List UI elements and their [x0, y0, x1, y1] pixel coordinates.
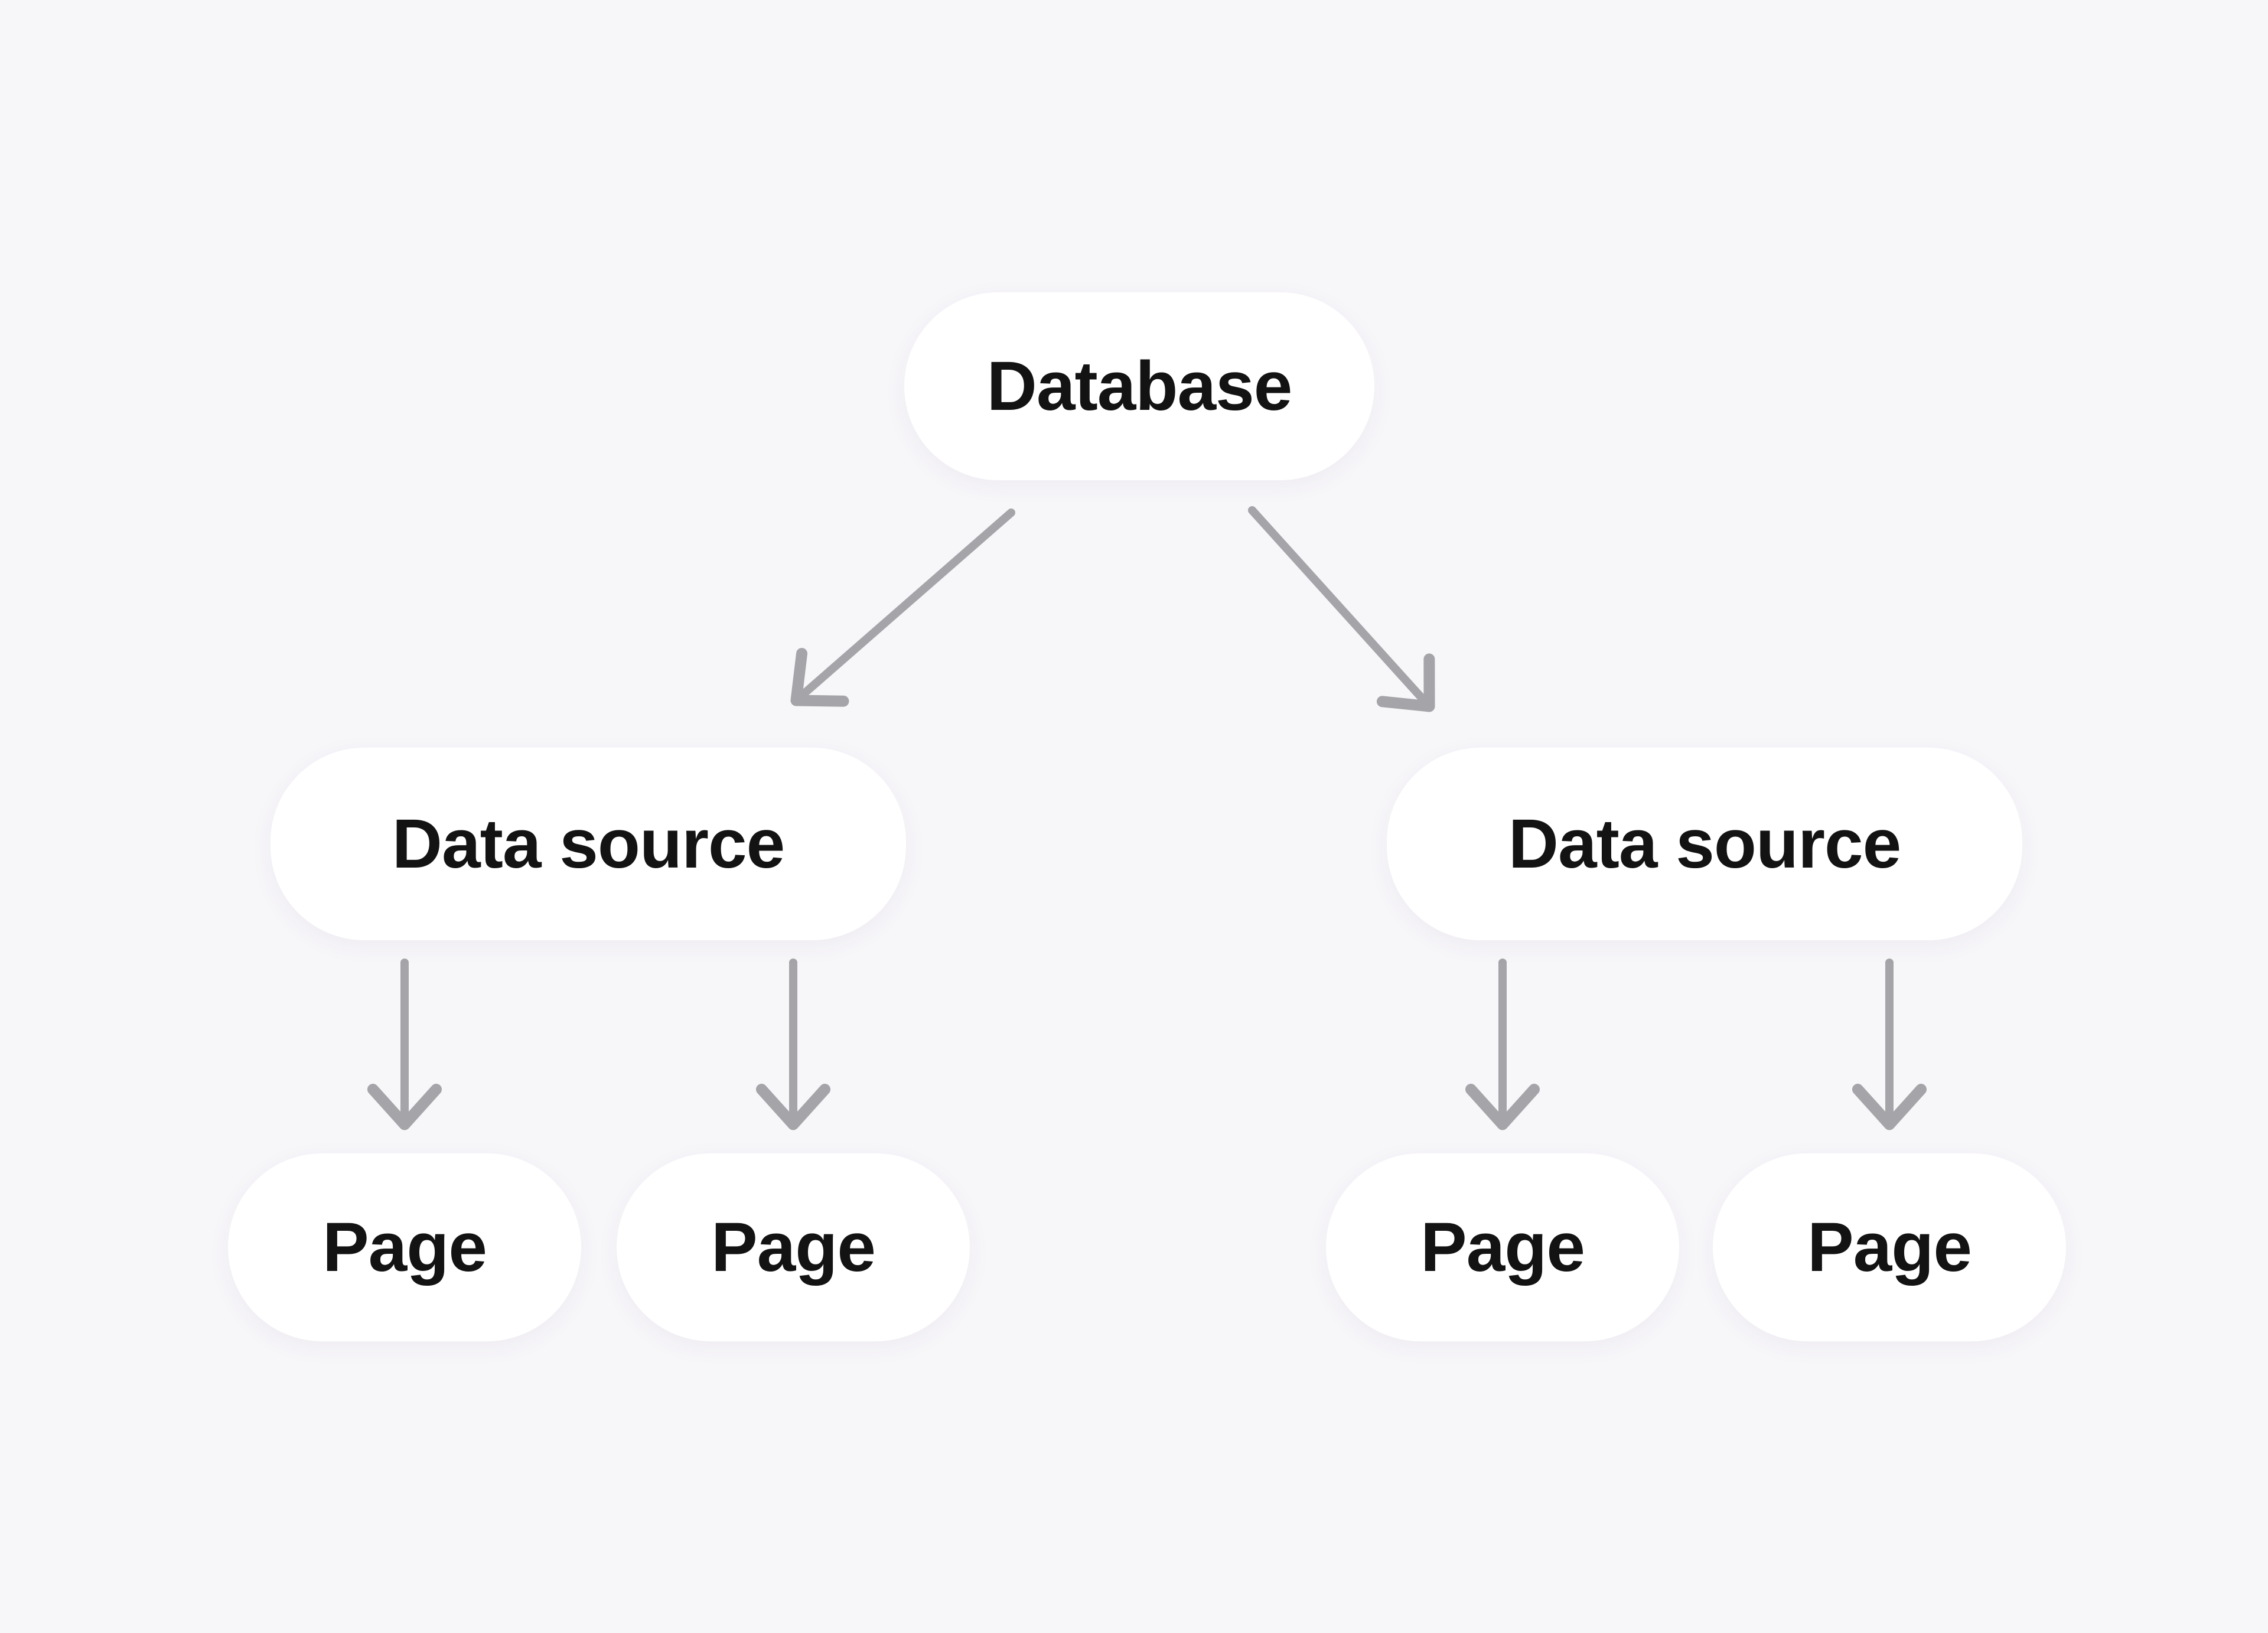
- node-datasource-left: Data source: [271, 748, 906, 940]
- node-page-1-label: Page: [322, 1208, 487, 1286]
- edge-datasource-left-to-page-1: [367, 959, 442, 1130]
- edge-datasource-right-to-page-3: [1465, 959, 1540, 1130]
- edge-datasource-right-to-page-4: [1852, 959, 1927, 1130]
- arrowhead-icon: [755, 1084, 831, 1130]
- edge-database-to-datasource-left: [790, 509, 1015, 707]
- node-page-1: Page: [228, 1153, 581, 1341]
- arrowhead-icon: [1852, 1084, 1927, 1130]
- node-datasource-right-label: Data source: [1508, 805, 1902, 883]
- node-database: Database: [904, 292, 1374, 480]
- node-page-2-label: Page: [711, 1208, 876, 1286]
- node-datasource-left-label: Data source: [392, 805, 786, 883]
- edge-database-to-datasource-right: [1248, 506, 1435, 712]
- node-page-2: Page: [617, 1153, 970, 1341]
- arrowhead-icon: [790, 648, 849, 707]
- node-database-label: Database: [986, 347, 1293, 425]
- node-page-4: Page: [1713, 1153, 2066, 1341]
- node-datasource-right: Data source: [1387, 748, 2022, 940]
- arrowhead-icon: [1376, 653, 1435, 712]
- node-page-4-label: Page: [1807, 1208, 1972, 1286]
- node-page-3-label: Page: [1420, 1208, 1585, 1286]
- arrowhead-icon: [1465, 1084, 1540, 1130]
- edge-datasource-left-to-page-2: [755, 959, 831, 1130]
- node-page-3: Page: [1326, 1153, 1679, 1341]
- arrowhead-icon: [367, 1084, 442, 1130]
